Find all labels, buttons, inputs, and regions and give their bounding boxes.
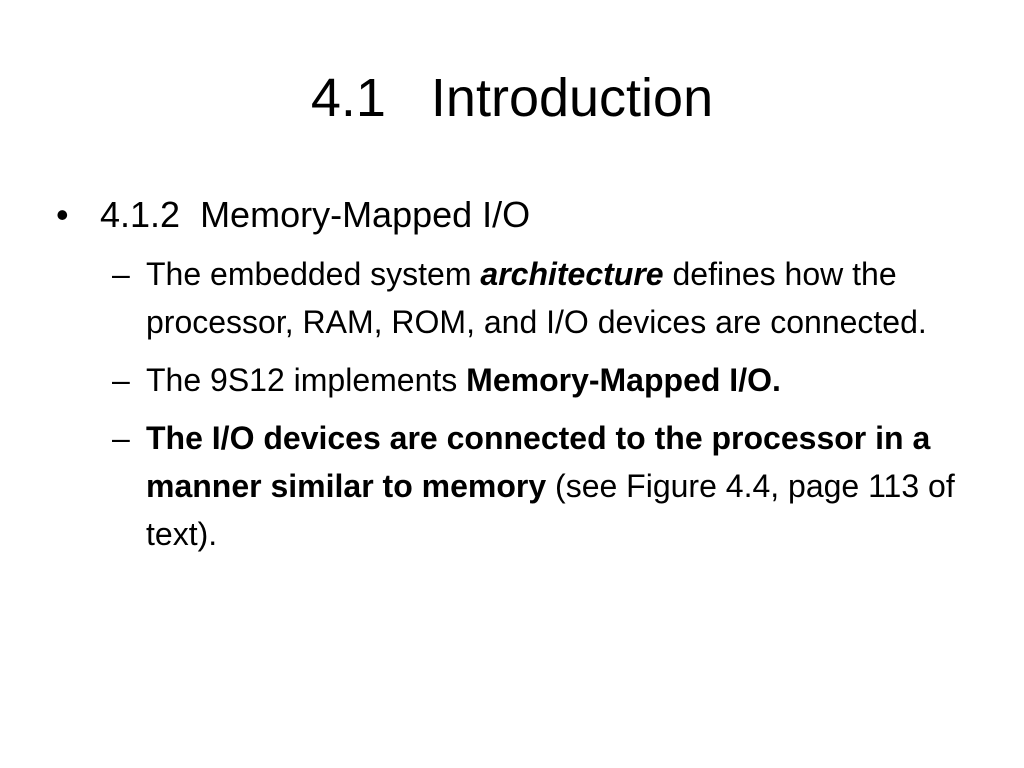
emphasis-io-devices: The I/O devices are connected to the pro… bbox=[146, 420, 931, 504]
sub-bullet-text: The 9S12 implements bbox=[146, 362, 467, 398]
dash-marker: – bbox=[112, 362, 130, 398]
emphasis-memory-mapped-io: Memory-Mapped I/O. bbox=[466, 362, 781, 398]
main-bullet-text: 4.1.2 Memory-Mapped I/O bbox=[100, 194, 531, 235]
sub-bullet-text: (see Figure 4.4, page 113 of text). bbox=[146, 468, 955, 552]
sub-bullet-text: The embedded system bbox=[146, 256, 481, 292]
sub-bullet-architecture: – The embedded system architecture defin… bbox=[112, 250, 972, 346]
main-bullet: • 4.1.2 Memory-Mapped I/O bbox=[56, 191, 530, 239]
sub-bullet-9s12: – The 9S12 implements Memory-Mapped I/O. bbox=[112, 356, 972, 404]
sub-bullet-list: – The embedded system architecture defin… bbox=[112, 250, 972, 568]
slide-title: 4.1 Introduction bbox=[310, 68, 714, 128]
dash-marker: – bbox=[112, 256, 130, 292]
bullet-marker: • bbox=[56, 194, 69, 235]
sub-bullet-io-devices: – The I/O devices are connected to the p… bbox=[112, 414, 972, 558]
sub-bullet-text: defines how the processor, RAM, ROM, and… bbox=[146, 256, 927, 340]
emphasis-architecture: architecture bbox=[480, 256, 664, 292]
dash-marker: – bbox=[112, 420, 130, 456]
